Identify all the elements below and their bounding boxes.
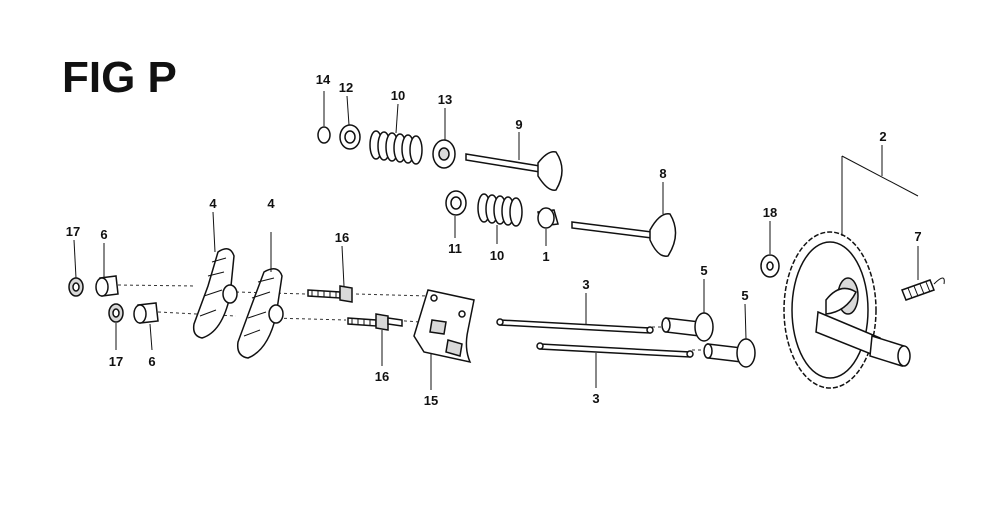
- callout-11: 11: [448, 241, 462, 256]
- callout-17-lower: 17: [109, 354, 123, 369]
- part-6-pivot-upper: [95, 243, 119, 297]
- part-17-nut-lower: [108, 303, 124, 350]
- callout-12: 12: [339, 80, 353, 95]
- callout-5-lower: 5: [741, 288, 748, 303]
- part-11-retainer: [445, 190, 467, 238]
- part-9-exhaust-valve: [465, 132, 563, 191]
- part-16-stud-lower: [347, 313, 403, 366]
- callout-3-lower: 3: [592, 391, 599, 406]
- part-10-valve-spring-upper: [369, 103, 423, 165]
- part-3-pushrod-lower: [536, 342, 694, 388]
- part-8-intake-valve: [571, 182, 677, 257]
- part-13-valve-seal: [432, 108, 456, 169]
- callout-6-upper: 6: [100, 227, 107, 242]
- part-7-decompressor-spring: [901, 246, 945, 301]
- callout-4-left: 4: [209, 196, 217, 211]
- callout-9: 9: [515, 117, 522, 132]
- callout-4-right: 4: [267, 196, 275, 211]
- part-6-pivot-lower: [133, 302, 159, 351]
- callout-10-upper: 10: [391, 88, 405, 103]
- callout-2: 2: [879, 129, 886, 144]
- part-15-guide-plate: [413, 289, 475, 390]
- callout-17-upper: 17: [66, 224, 80, 239]
- part-4-rocker-arm-right: [236, 232, 284, 359]
- part-12-retainer: [339, 95, 361, 150]
- callout-8: 8: [659, 166, 666, 181]
- part-17-nut-upper: [68, 239, 84, 297]
- callout-13: 13: [438, 92, 452, 107]
- part-3-pushrod-upper: [496, 293, 654, 334]
- callout-7: 7: [914, 229, 921, 244]
- callout-18: 18: [763, 205, 777, 220]
- callout-10-lower: 10: [490, 248, 504, 263]
- callout-1: 1: [542, 249, 549, 264]
- part-4-rocker-arm-left: [192, 211, 238, 339]
- part-2-camshaft-gear: [783, 145, 919, 389]
- callout-16-upper: 16: [335, 230, 349, 245]
- callout-3-upper: 3: [582, 277, 589, 292]
- part-10-valve-spring-lower: [477, 193, 523, 244]
- callout-16-lower: 16: [375, 369, 389, 384]
- callout-14: 14: [316, 72, 331, 87]
- part-14-cotter: [317, 91, 331, 144]
- part-5-tappet-upper: [661, 279, 714, 342]
- part-18-washer: [760, 221, 780, 278]
- part-1-valve-guide: [537, 207, 559, 246]
- callout-5-upper: 5: [700, 263, 707, 278]
- figure-title: FIG P: [62, 53, 177, 102]
- callout-15: 15: [424, 393, 438, 408]
- part-16-stud-upper: [307, 245, 353, 303]
- callout-6-lower: 6: [148, 354, 155, 369]
- part-5-tappet-lower: [703, 303, 756, 368]
